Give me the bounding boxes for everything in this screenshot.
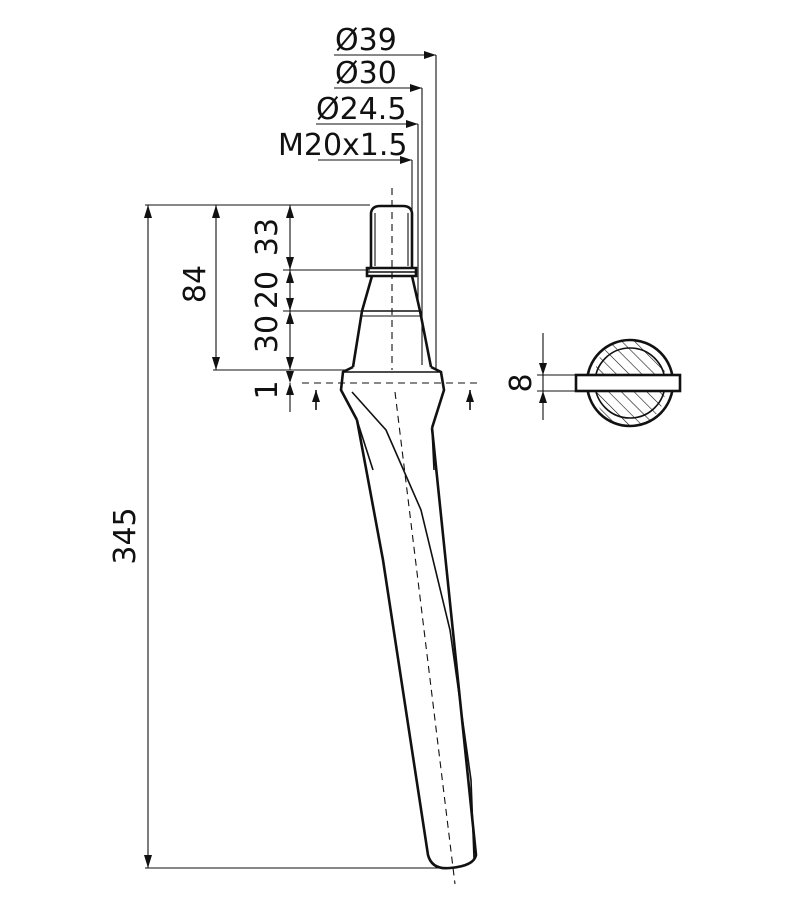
collar-length-label: 20 xyxy=(250,271,285,309)
flange-arrow-top xyxy=(286,371,294,383)
overall-arrow-bottom xyxy=(144,855,152,868)
chain-arrow-d xyxy=(286,298,294,311)
vertical-dimensions: 345 84 33 20 30 1 xyxy=(108,204,440,869)
flange-outline xyxy=(339,365,446,429)
section-arrow-top xyxy=(539,363,547,375)
overall-length-label: 345 xyxy=(108,507,143,564)
tine-body xyxy=(302,188,480,885)
section-bar xyxy=(574,373,682,393)
diameter-39-arrow xyxy=(424,51,436,59)
overall-arrow-top xyxy=(144,205,152,218)
blade-outline xyxy=(355,419,478,870)
thread-arrow xyxy=(400,156,412,164)
flange-arrow-bottom xyxy=(286,383,294,395)
chain-arrow-a xyxy=(286,205,294,218)
chain-arrow-e xyxy=(286,311,294,324)
shank-arrow-top xyxy=(212,205,220,218)
flange-mark-left-arrow xyxy=(312,390,320,402)
diameter-30-label: Ø30 xyxy=(335,56,397,91)
section-thickness-label: 8 xyxy=(504,373,539,392)
flange-height-label: 1 xyxy=(250,380,285,399)
blade-edge-left xyxy=(356,419,374,471)
cross-section: 8 xyxy=(504,333,682,428)
diameter-24-5-arrow xyxy=(406,120,418,128)
blade-twist-edge xyxy=(351,391,475,859)
section-arrow-bottom xyxy=(539,391,547,403)
chain-arrow-b xyxy=(286,257,294,270)
blade-edge-right xyxy=(431,427,435,471)
section-bar-bg xyxy=(576,375,680,391)
diameter-24-5-label: Ø24.5 xyxy=(316,92,406,127)
flange-mark-right-arrow xyxy=(466,390,474,402)
collar-outline xyxy=(365,266,418,278)
diameter-30-arrow xyxy=(410,84,422,92)
taper-length-label: 30 xyxy=(250,315,285,353)
shank-length-label: 84 xyxy=(178,265,213,303)
diameter-callouts: Ø39 Ø30 Ø24.5 M20x1.5 xyxy=(278,23,437,370)
blade-centerline xyxy=(394,391,456,885)
thread-length-label: 33 xyxy=(250,218,285,256)
neck-left-outline xyxy=(351,275,374,368)
shank-arrow-bottom xyxy=(212,357,220,370)
chain-arrow-f xyxy=(286,357,294,370)
diameter-39-label: Ø39 xyxy=(335,23,397,58)
chain-arrow-c xyxy=(286,270,294,283)
thread-label: M20x1.5 xyxy=(278,128,408,163)
